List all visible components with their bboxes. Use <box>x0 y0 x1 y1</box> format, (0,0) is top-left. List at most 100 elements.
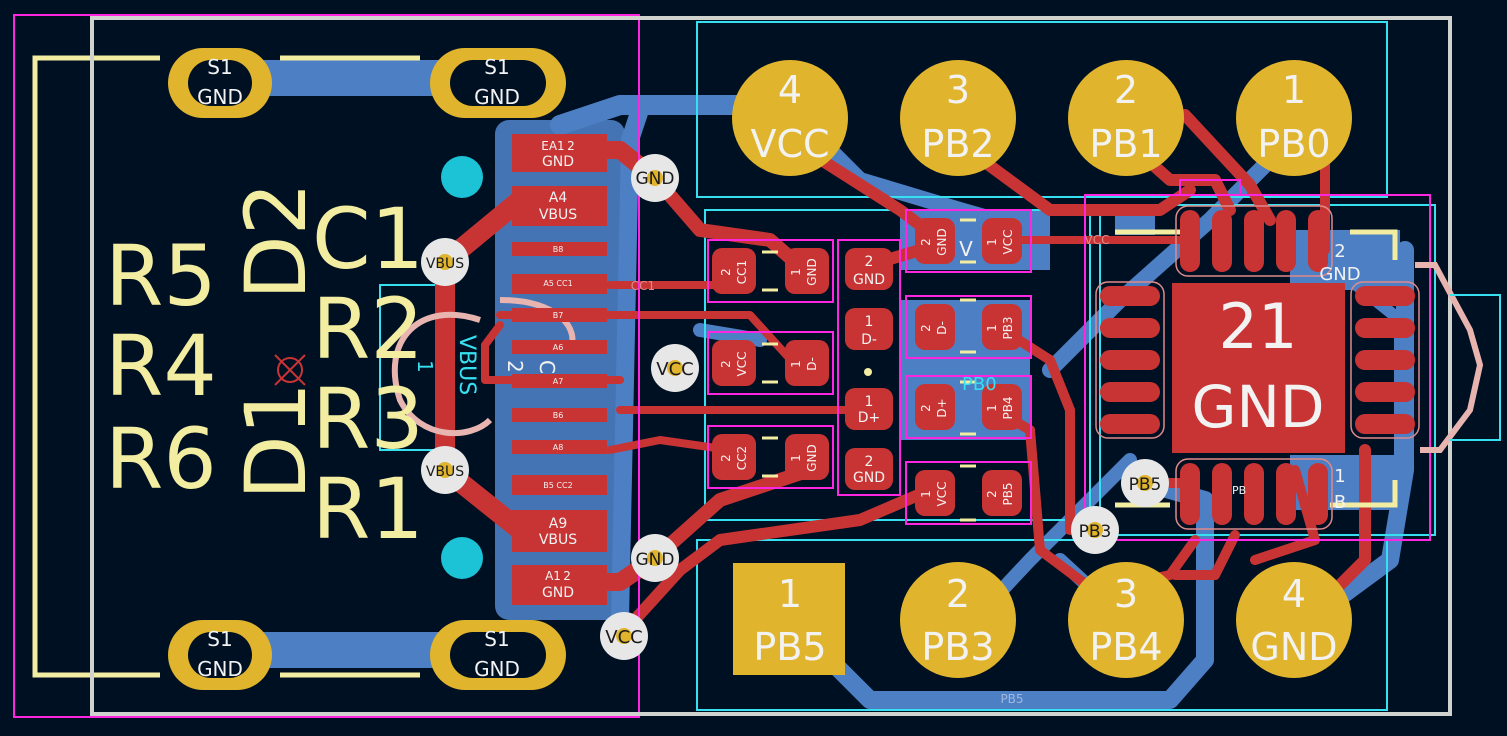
d-top-pad2[interactable] <box>845 248 893 290</box>
fab-pb-hidden: PB <box>1232 484 1246 497</box>
courtyard-r-dp <box>905 375 1032 439</box>
courtyard-r-cc2 <box>707 425 834 489</box>
usb-a4-net: VBUS <box>539 207 577 223</box>
d-top-pad1[interactable] <box>845 308 893 350</box>
via-vbus-bottom-label: VBUS <box>426 464 464 480</box>
via-labels: GND VBUS VCC VBUS GND VCC PB5 PB3 <box>426 169 1162 648</box>
c-top-pad1[interactable] <box>982 218 1022 264</box>
courtyard-cap <box>905 209 1032 273</box>
hdr-bot-1-net: PB5 <box>753 625 826 669</box>
r-cc1-pad2[interactable] <box>712 248 756 294</box>
pad-bottom-1[interactable] <box>733 563 845 675</box>
pad-bottom-2[interactable] <box>900 562 1016 678</box>
usb-pad-b6[interactable] <box>512 408 607 422</box>
fab-partial-labels: VBUS 1 C 2 PB0 PB <box>413 335 1246 497</box>
u1-right-pad-5[interactable] <box>1355 414 1415 434</box>
u1-bottom-pad-3[interactable] <box>1244 463 1264 525</box>
usb-pad-a12[interactable] <box>512 565 607 605</box>
u1-bottom-pad-4[interactable] <box>1276 463 1296 525</box>
u1-pin1-num: 1 <box>1334 466 1345 487</box>
pad-bottom-3[interactable] <box>1068 562 1184 678</box>
via-pb3-label: PB3 <box>1079 522 1112 542</box>
shield-bl-num: S1 <box>207 627 232 651</box>
usb-connector-pads <box>512 134 607 605</box>
pad-top-2[interactable] <box>900 60 1016 176</box>
shield-tl-net: GND <box>197 85 243 109</box>
u1-right-pad-2[interactable] <box>1355 318 1415 338</box>
r-dm-n2: D- <box>935 321 949 335</box>
r-dm-pad1[interactable] <box>982 304 1022 350</box>
pad-top-4[interactable] <box>1236 60 1352 176</box>
silk-u1-top-right <box>1350 229 1398 260</box>
u1-top-pad-1[interactable] <box>1180 210 1200 272</box>
pad-bottom-4[interactable] <box>1236 562 1352 678</box>
r-pb5-pad2[interactable] <box>982 470 1022 516</box>
fab-two-label: 2 <box>503 360 527 373</box>
u1-bottom-pad-5[interactable] <box>1308 463 1328 525</box>
r-dm-pad2[interactable] <box>915 304 955 350</box>
usb-a1b12-net: GND <box>542 154 574 170</box>
u1-left-pad-3[interactable] <box>1100 350 1160 370</box>
r-dp-pad1[interactable] <box>982 384 1022 430</box>
d-top-n1: D- <box>861 332 877 348</box>
shield-hole-bl <box>188 632 252 678</box>
usb-pad-b5[interactable] <box>512 475 607 495</box>
silk-usb-outline <box>32 55 160 678</box>
usb-pad-a4[interactable] <box>512 186 607 226</box>
r-vcc-p1: 1 <box>789 360 803 368</box>
r-pb5-pad1[interactable] <box>915 470 955 516</box>
shield-tr-num: S1 <box>484 55 509 79</box>
u1-left-pad-4[interactable] <box>1100 382 1160 402</box>
track-label-vcc: VCC <box>1085 233 1110 247</box>
u1-left-pad-1[interactable] <box>1100 286 1160 306</box>
u1-left-pad-2[interactable] <box>1100 318 1160 338</box>
u1-epad[interactable] <box>1172 283 1345 453</box>
fab-vbus-label: VBUS <box>454 335 479 395</box>
usb-pad-a8[interactable] <box>512 440 607 454</box>
shield-tl-num: S1 <box>207 55 232 79</box>
c-top-pad2[interactable] <box>915 218 955 264</box>
u1-right-pad-1[interactable] <box>1355 286 1415 306</box>
u1-top-pad-3[interactable] <box>1244 210 1264 272</box>
shield-hole-tl <box>188 60 252 106</box>
u1-top-pad-5[interactable] <box>1308 210 1328 272</box>
usb-pad-b7[interactable] <box>512 308 607 322</box>
r-vcc-pad2[interactable] <box>712 340 756 386</box>
d-bot-p1: 1 <box>865 394 874 410</box>
u1-top-pad-4[interactable] <box>1276 210 1296 272</box>
u1-right-pad-3[interactable] <box>1355 350 1415 370</box>
usb-pad-b8[interactable] <box>512 242 607 256</box>
r-vcc-pad1[interactable] <box>785 340 829 386</box>
usb-pad-a9[interactable] <box>512 510 607 552</box>
r-cc1-pad1[interactable] <box>785 248 829 294</box>
hdr-top-2-net: PB2 <box>921 122 994 166</box>
r-cc2-pad2[interactable] <box>712 434 756 480</box>
ref-r5: R5 <box>105 227 217 325</box>
r-dp-pad2[interactable] <box>915 384 955 430</box>
usb-pad-a7[interactable] <box>512 374 607 388</box>
u1-right-pad-4[interactable] <box>1355 382 1415 402</box>
pad-top-1[interactable] <box>732 60 848 176</box>
track-pb1-b <box>1179 109 1276 226</box>
shield-hole-br <box>450 632 546 678</box>
usb-b7-label: B7 <box>553 311 564 320</box>
mounting-hole-bottom <box>441 537 483 579</box>
u1-left-pad-5[interactable] <box>1100 414 1160 434</box>
courtyard-u1-notch <box>1179 179 1241 195</box>
usb-pad-a1b12[interactable] <box>512 134 607 172</box>
u1-bottom-pad-1[interactable] <box>1180 463 1200 525</box>
r-pb5-n1: PB5 <box>1001 482 1015 505</box>
usb-mounting-holes <box>441 156 483 579</box>
u1-bottom-pad-2[interactable] <box>1212 463 1232 525</box>
usb-pad-a6[interactable] <box>512 340 607 354</box>
d-bot-pad1[interactable] <box>845 388 893 430</box>
usb-a9-num: A9 <box>549 516 567 532</box>
r-cc2-pad1[interactable] <box>785 434 829 480</box>
usb-pad-a5[interactable] <box>512 274 607 294</box>
u1-pin2-num: 2 <box>1334 241 1345 262</box>
u1-top-pad-2[interactable] <box>1212 210 1232 272</box>
pad-top-3[interactable] <box>1068 60 1184 176</box>
d-bot-pad2[interactable] <box>845 448 893 490</box>
